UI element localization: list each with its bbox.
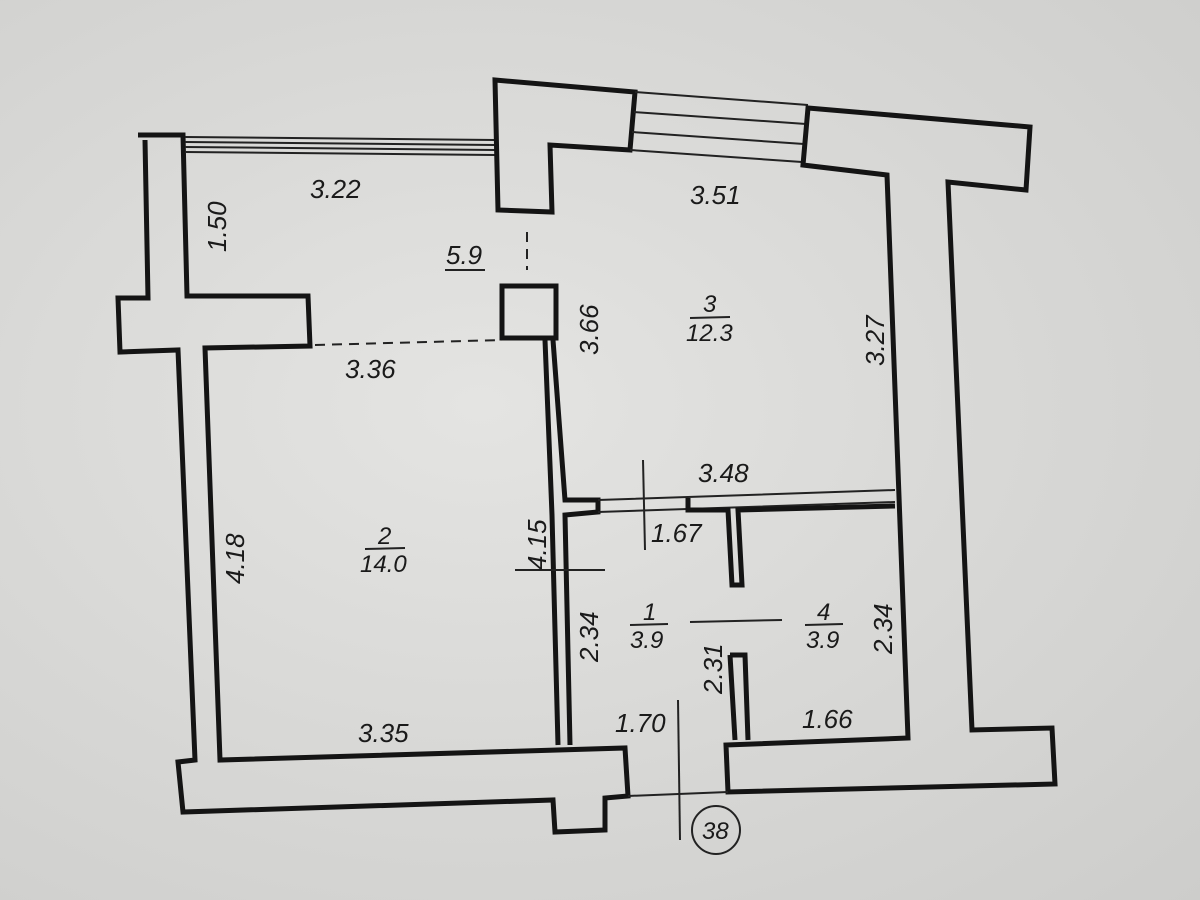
dim-tick (642, 459, 646, 551)
partition-room3-inner (550, 339, 601, 746)
room-2-area: 14.0 (360, 551, 407, 578)
dim-bath-right: 2.34 (868, 603, 898, 655)
room-underline (689, 316, 731, 319)
dim-bath-bottom: 1.66 (802, 704, 853, 734)
doorway-line (627, 791, 729, 797)
room-1-number: 1 (643, 599, 656, 626)
dim-balcony-width: 3.22 (310, 174, 361, 204)
column (499, 283, 559, 341)
dim-kitchen-depth-left: 3.66 (574, 304, 604, 355)
dim-balcony-depth: 1.50 (202, 201, 232, 252)
dim-room-left: 4.18 (220, 533, 250, 584)
room-2-number: 2 (377, 523, 391, 550)
dim-tick (689, 619, 783, 623)
room-divider (314, 339, 503, 346)
room-4-area: 3.9 (806, 627, 839, 654)
partition-room2 (542, 339, 561, 746)
dim-hall-right: 2.31 (698, 643, 728, 695)
dim-room-top: 3.36 (345, 354, 396, 384)
dim-tick (677, 699, 681, 841)
dim-room-bottom: 3.35 (358, 718, 409, 748)
window (629, 91, 809, 163)
room-underline (364, 547, 406, 550)
room-1-area: 3.9 (630, 627, 663, 654)
dim-corridor-width: 1.67 (651, 518, 703, 548)
room-underline (629, 623, 669, 626)
dim-hall-top: 3.48 (698, 458, 749, 488)
dim-hall-bottom: 1.70 (615, 708, 666, 738)
room-underline (804, 623, 844, 626)
room-3-number: 3 (703, 291, 717, 318)
room-3-area: 12.3 (686, 320, 733, 347)
hall-top-line (597, 489, 896, 513)
wall-left-outer (115, 132, 631, 835)
room-4-number: 4 (817, 599, 830, 626)
dim-room-right: 4.15 (522, 519, 552, 570)
apartment-number: 38 (702, 818, 729, 845)
balcony-railing (184, 136, 496, 156)
balcony-area: 5.9 (446, 240, 482, 270)
apartment-number-circle (691, 805, 741, 855)
partition-bath (685, 498, 896, 588)
dim-hall-left: 2.34 (574, 611, 604, 663)
wall-top-right (723, 105, 1058, 795)
wall-top-pillar (492, 77, 638, 215)
partition-hall-door (727, 652, 751, 741)
dim-kitchen-depth-right: 3.27 (860, 314, 890, 366)
dim-kitchen-width: 3.51 (690, 180, 741, 210)
